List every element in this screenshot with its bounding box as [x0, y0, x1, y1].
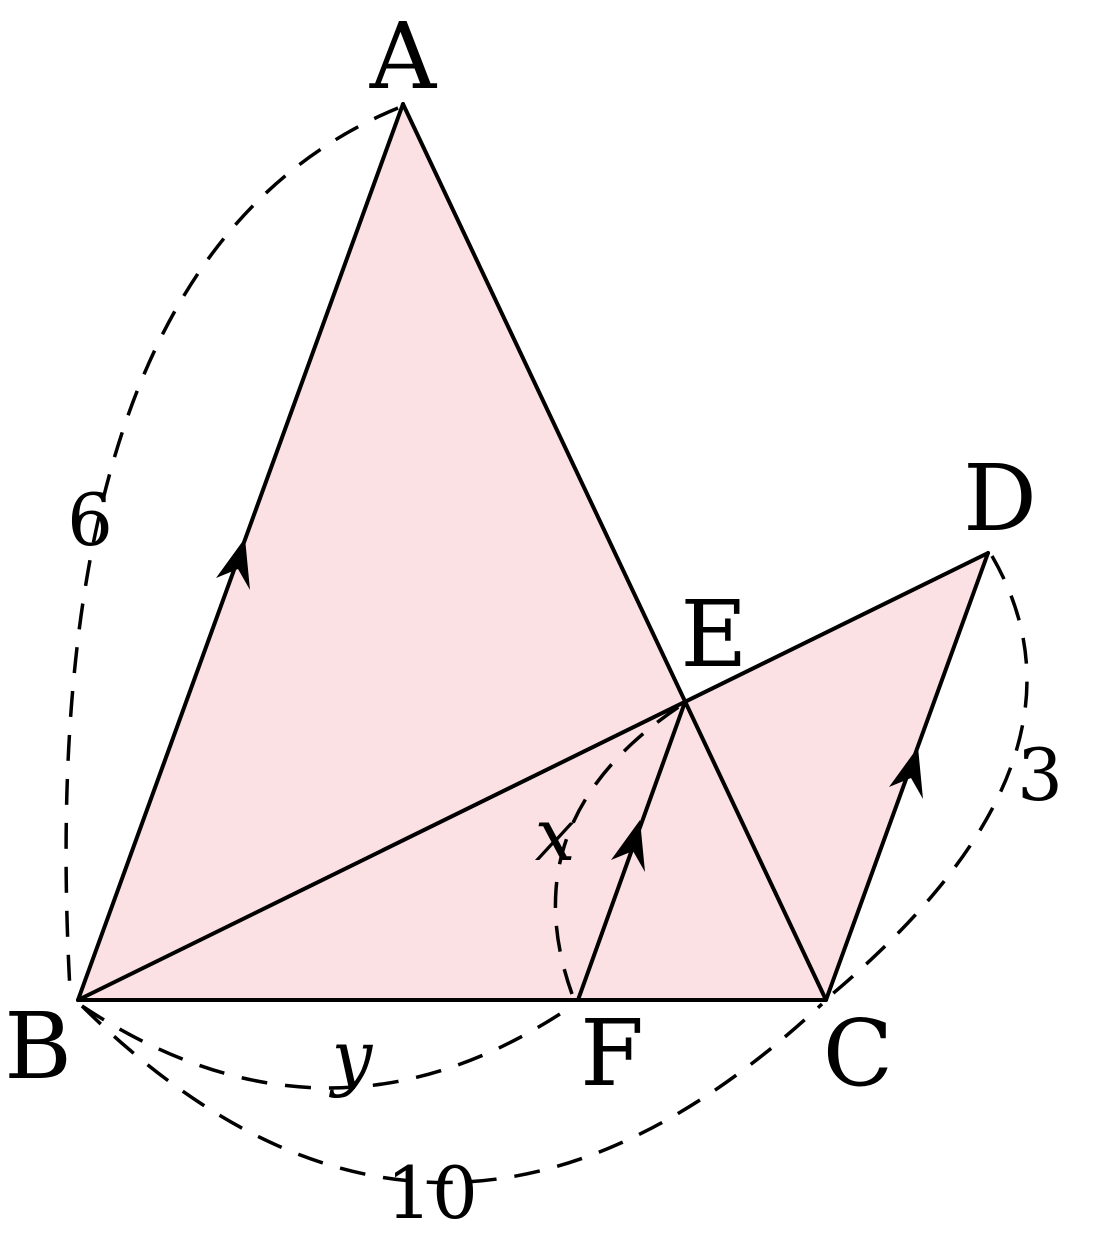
- dimension-arc-cd: [828, 555, 1029, 998]
- dimension-arc-ab: [64, 106, 399, 991]
- length-label-cd: 3: [1017, 733, 1063, 817]
- dimension-arc-bf: [81, 1004, 573, 1090]
- vertex-label-d: D: [963, 445, 1037, 552]
- vertex-label-a: A: [369, 3, 438, 110]
- parallel-arrow-cd: [889, 747, 923, 799]
- parallel-arrow-ab: [216, 538, 250, 590]
- length-label-bf: y: [329, 1015, 374, 1099]
- dimension-arc-fe: [553, 704, 681, 995]
- parallel-arrow-fe: [611, 820, 645, 872]
- length-label-fe: x: [535, 793, 576, 877]
- length-label-ab: 6: [67, 478, 113, 562]
- triangle-abc-fill: [78, 104, 826, 1000]
- vertex-label-e: E: [680, 581, 747, 688]
- vertex-label-f: F: [580, 1000, 644, 1107]
- segment-bd: [76, 551, 990, 1002]
- segment-ac: [401, 102, 828, 1002]
- length-label-bc: 10: [386, 1151, 478, 1235]
- vertex-label-c: C: [823, 1000, 893, 1107]
- vertex-label-b: B: [4, 993, 72, 1100]
- dimension-arc-bc: [80, 1002, 824, 1185]
